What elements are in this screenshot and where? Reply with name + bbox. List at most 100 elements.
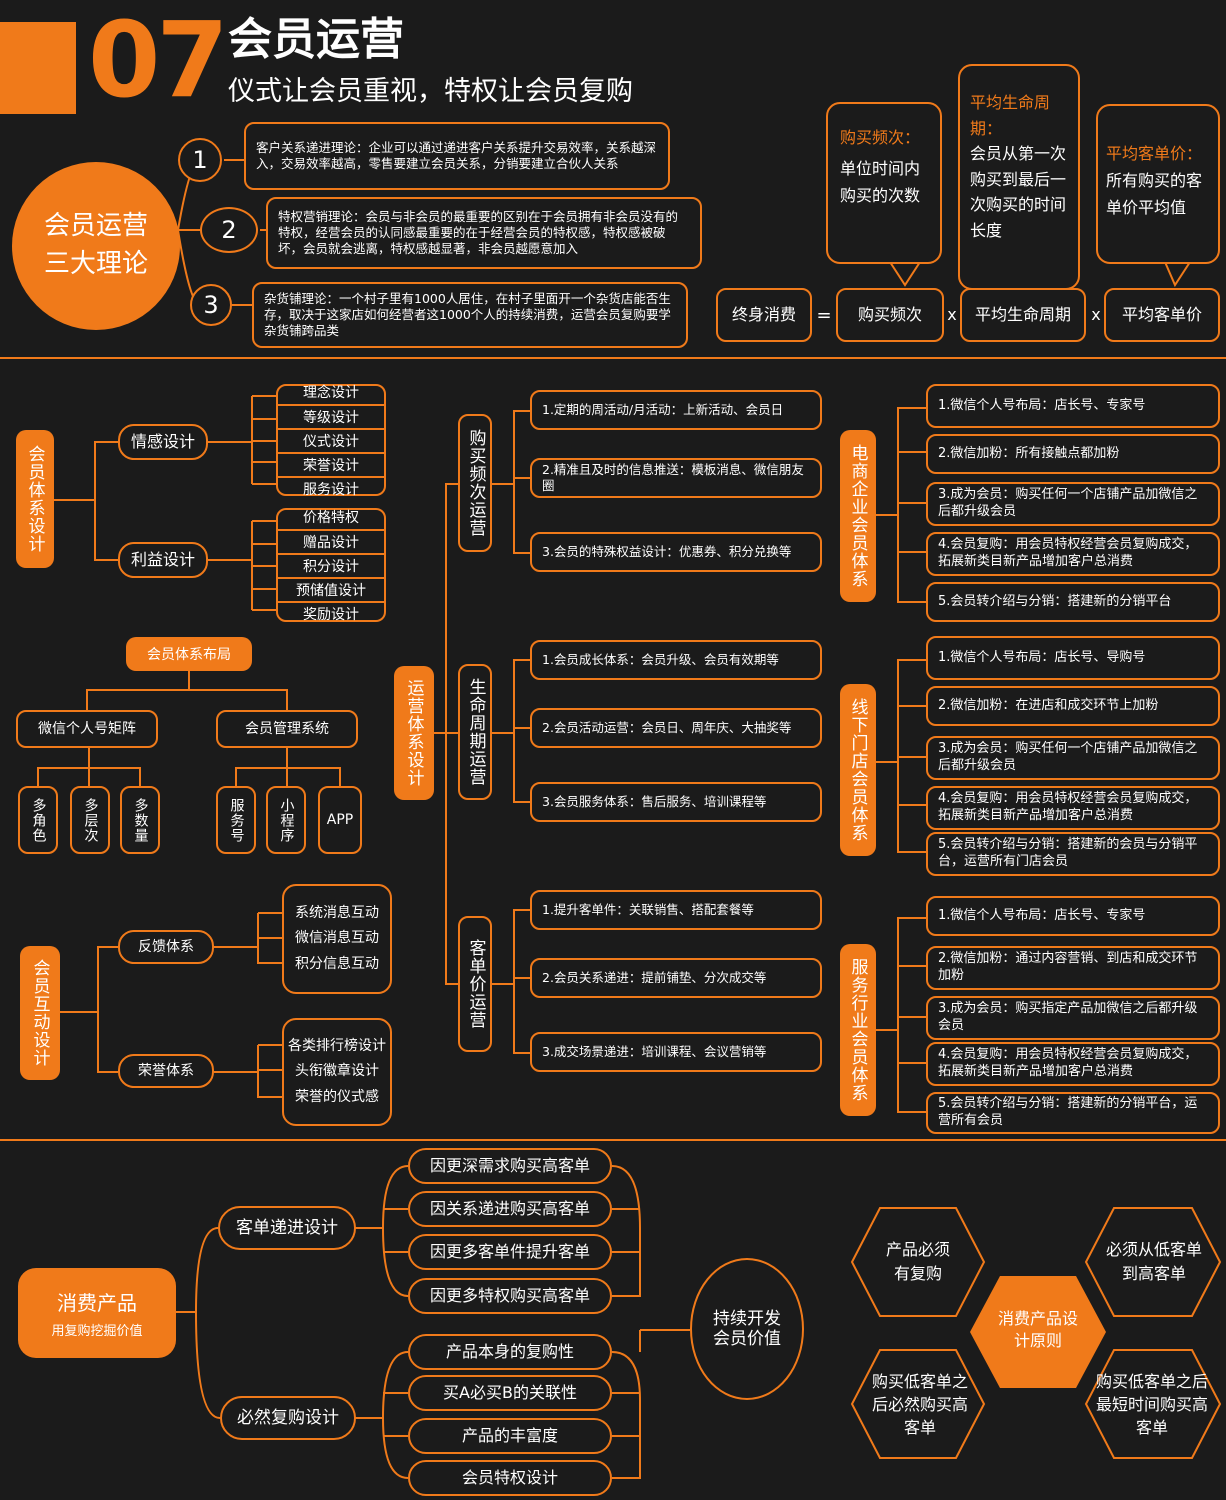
theory-num-3: 3 (190, 284, 232, 326)
layout-item-roles: 多角色 (18, 786, 58, 854)
bubble-lifecycle-body: 会员从第一次购买到最后一次购买的时间长度 (970, 144, 1067, 240)
ops-item: 2.会员关系递进：提前铺垫、分次成交等 (530, 958, 822, 998)
section-number: 07 (88, 0, 229, 121)
ops-item: 3.会员服务体系：售后服务、培训课程等 (530, 782, 822, 822)
product-branch-repurchase: 必然复购设计 (220, 1396, 356, 1440)
header-accent-block (0, 22, 76, 114)
channel-item: 1.微信个人号布局：店长号、导购号 (926, 636, 1220, 680)
system-benefit-list: 价格特权 赠品设计 积分设计 预储值设计 奖励设计 (276, 508, 386, 625)
theory-text-3: 杂货铺理论：一个村子里有1000人居住，在村子里面开一个杂货店能否生存，取决于这… (252, 282, 688, 348)
system-benefit-item: 奖励设计 (278, 601, 384, 625)
bubble-lifecycle-title: 平均生命周期： (970, 93, 1051, 138)
theory-center-line1: 会员运营 (43, 211, 148, 242)
system-branch-emotion: 情感设计 (118, 424, 208, 460)
layout-item-mini-program: 小程序 (266, 786, 306, 854)
ops-item: 3.会员的特殊权益设计：优惠券、积分兑换等 (530, 532, 822, 572)
interaction-feedback-item: 微信消息互动 (295, 930, 379, 947)
channel-item: 2.微信加粉：通过内容营销、到店和成交环节加粉 (926, 946, 1220, 990)
system-emotion-item: 仪式设计 (278, 428, 384, 452)
interaction-honor-item: 头衔徽章设计 (295, 1063, 379, 1080)
page-title: 会员运营 (228, 14, 404, 65)
formula-frequency: 购买频次 (836, 288, 944, 342)
principle-item: 购买低客单之后必然购买高客单 (871, 1372, 968, 1438)
ops-item: 1.定期的周活动/月活动：上新活动、会员日 (530, 390, 822, 430)
system-emotion-item: 等级设计 (278, 404, 384, 428)
product-item: 因更多客单件提升客单 (408, 1234, 612, 1270)
ops-item: 2.精准且及时的信息推送：模板消息、微信朋友圈 (530, 458, 822, 498)
principle-item: 必须从低客单到高客单 (1105, 1240, 1202, 1283)
theory-text-2: 特权营销理论：会员与非会员的最重要的区别在于会员拥有非会员没有的特权，经营会员的… (266, 197, 702, 269)
layout-item-service-account: 服务号 (216, 786, 256, 854)
product-root-title: 消费产品 (57, 1291, 137, 1315)
product-item: 因更深需求购买高客单 (408, 1148, 612, 1184)
product-goal-circle: 持续开发会员价值 (690, 1258, 804, 1400)
channel-item: 2.微信加粉：所有接触点都加粉 (926, 434, 1220, 474)
product-item: 买A必买B的关联性 (408, 1375, 612, 1411)
theory-center-line2: 三大理论 (43, 249, 148, 279)
system-benefit-item: 赠品设计 (278, 529, 384, 553)
layout-item-app: APP (318, 786, 362, 854)
ops-branch-lifecycle: 生命周期运营 (458, 664, 492, 800)
product-branch-order-progression: 客单递进设计 (218, 1206, 356, 1250)
ops-item: 1.会员成长体系：会员升级、会员有效期等 (530, 640, 822, 680)
system-emotion-item: 理念设计 (303, 385, 359, 401)
layout-group-wechat: 微信个人号矩阵 (16, 710, 158, 748)
ops-item: 1.提升客单件：关联销售、搭配套餐等 (530, 890, 822, 930)
interaction-feedback-item: 系统消息互动 (295, 905, 379, 922)
layout-group-system: 会员管理系统 (216, 710, 358, 748)
channel-item: 3.成为会员：购买指定产品加微信之后都升级会员 (926, 996, 1220, 1040)
channel-ecommerce: 电商企业会员体系 (840, 430, 876, 602)
channel-item: 5.会员转介绍与分销：搭建新的分销平台 (926, 582, 1220, 622)
layout-root: 会员体系布局 (126, 637, 252, 671)
system-emotion-item: 荣誉设计 (278, 452, 384, 476)
system-benefit-item: 价格特权 (303, 510, 359, 526)
interaction-branch-feedback: 反馈体系 (118, 930, 214, 964)
theory-num-1: 1 (178, 138, 222, 182)
channel-offline-store: 线下门店会员体系 (840, 684, 876, 856)
ops-branch-avg-order: 客单价运营 (458, 916, 492, 1052)
bubble-avg-order-title: 平均客单价： (1106, 144, 1203, 163)
channel-item: 3.成为会员：购买任何一个店铺产品加微信之后都升级会员 (926, 482, 1220, 526)
interaction-feedback-list: 系统消息互动 微信消息互动 积分信息互动 (282, 884, 392, 994)
channel-item: 4.会员复购：用会员特权经营会员复购成交，拓展新类目新产品增加客户总消费 (926, 532, 1220, 576)
product-item: 产品的丰富度 (408, 1418, 612, 1454)
bubble-frequency-title: 购买频次： (840, 128, 921, 147)
system-benefit-item: 预储值设计 (278, 577, 384, 601)
channel-item: 5.会员转介绍与分销：搭建新的分销平台，运营所有会员 (926, 1092, 1220, 1134)
channel-service: 服务行业会员体系 (840, 944, 876, 1116)
channel-item: 4.会员复购：用会员特权经营会员复购成交，拓展新类目新产品增加客户总消费 (926, 1042, 1220, 1086)
theory-center-circle: 会员运营 三大理论 (12, 162, 180, 330)
interaction-honor-item: 各类排行榜设计 (288, 1038, 386, 1055)
bubble-lifecycle: 平均生命周期： 会员从第一次购买到最后一次购买的时间长度 (958, 64, 1080, 290)
channel-item: 5.会员转介绍与分销：搭建新的会员与分销平台，运营所有门店会员 (926, 832, 1220, 876)
theory-text-1: 客户关系递进理论：企业可以通过递进客户关系提升交易效率，关系越深入，交易效率越高… (244, 122, 670, 190)
interaction-branch-honor: 荣誉体系 (118, 1054, 214, 1088)
system-emotion-item: 服务设计 (278, 476, 384, 500)
channel-item: 1.微信个人号布局：店长号、专家号 (926, 896, 1220, 936)
layout-item-quantity: 多数量 (120, 786, 160, 854)
ops-root: 运营体系设计 (394, 666, 434, 800)
product-item: 因关系递进购买高客单 (408, 1191, 612, 1227)
formula-times-1: x (947, 305, 957, 324)
formula-lifecycle: 平均生命周期 (960, 288, 1086, 342)
system-branch-benefit: 利益设计 (118, 542, 208, 578)
channel-item: 4.会员复购：用会员特权经营会员复购成交，拓展新类目新产品增加客户总消费 (926, 786, 1220, 830)
product-item: 因更多特权购买高客单 (408, 1278, 612, 1314)
formula-lifetime-value: 终身消费 (716, 288, 812, 342)
channel-item: 2.微信加粉：在进店和成交环节上加粉 (926, 686, 1220, 726)
formula-times-2: x (1091, 305, 1101, 324)
formula-equals: = (816, 305, 832, 326)
product-item: 产品本身的复购性 (408, 1334, 612, 1370)
channel-item: 3.成为会员：购买任何一个店铺产品加微信之后都升级会员 (926, 736, 1220, 780)
principle-item: 产品必须有复购 (885, 1240, 950, 1283)
product-root-subtitle: 用复购挖掘价值 (51, 1324, 143, 1339)
interaction-honor-item: 荣誉的仪式感 (295, 1088, 379, 1105)
channel-item: 1.微信个人号布局：店长号、专家号 (926, 384, 1220, 428)
theory-num-2: 2 (200, 207, 258, 253)
bubble-avg-order: 平均客单价： 所有购买的客单价平均值 (1096, 104, 1220, 264)
page-subtitle: 仪式让会员重视，特权让会员复购 (228, 76, 633, 107)
interaction-feedback-item: 积分信息互动 (295, 955, 379, 972)
bubble-frequency-body: 单位时间内购买的次数 (840, 159, 921, 206)
system-root: 会员体系设计 (16, 430, 54, 568)
principle-center: 消费产品设计原则 (997, 1309, 1078, 1351)
